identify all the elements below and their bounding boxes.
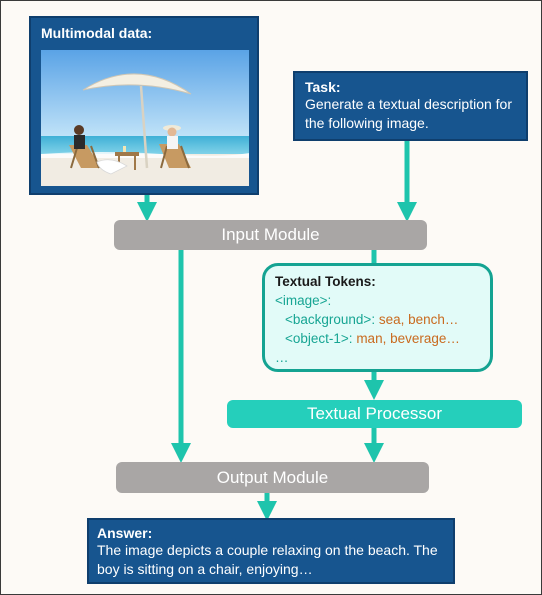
image-token-colon: : [327, 293, 332, 308]
background-token-value: sea, bench… [378, 312, 459, 327]
answer-text: The image depicts a couple relaxing on t… [97, 542, 438, 577]
task-title: Task: [305, 79, 341, 95]
textual-tokens-title: Textual Tokens: [275, 274, 376, 289]
object-token-value: man, beverage… [356, 331, 460, 346]
multimodal-data-title: Multimodal data: [41, 25, 153, 41]
beach-photo-icon [41, 50, 249, 186]
object-token-sep: : [348, 331, 357, 346]
image-token: <image> [275, 293, 328, 308]
token-line-image: <image>: [275, 291, 480, 310]
textual-tokens-box: Textual Tokens: <image>: <background>: s… [262, 263, 493, 372]
textual-processor: Textual Processor [227, 400, 522, 428]
output-module-label: Output Module [216, 467, 329, 487]
object-token: <object-1> [285, 331, 349, 346]
token-ellipsis: … [275, 350, 289, 365]
answer-title: Answer: [97, 525, 153, 541]
task-text: Generate a textual description for the f… [305, 96, 513, 131]
output-module: Output Module [116, 462, 429, 493]
task-box: Task: Generate a textual description for… [293, 71, 528, 141]
answer-box: Answer: The image depicts a couple relax… [87, 518, 455, 584]
textual-processor-label: Textual Processor [306, 404, 443, 423]
background-token: <background> [285, 312, 372, 327]
input-module: Input Module [114, 220, 427, 250]
background-token-sep: : [371, 312, 379, 327]
token-line-background: <background>: sea, bench… [275, 310, 480, 329]
input-module-label: Input Module [221, 225, 320, 244]
token-line-object: <object-1>: man, beverage… [275, 329, 480, 348]
